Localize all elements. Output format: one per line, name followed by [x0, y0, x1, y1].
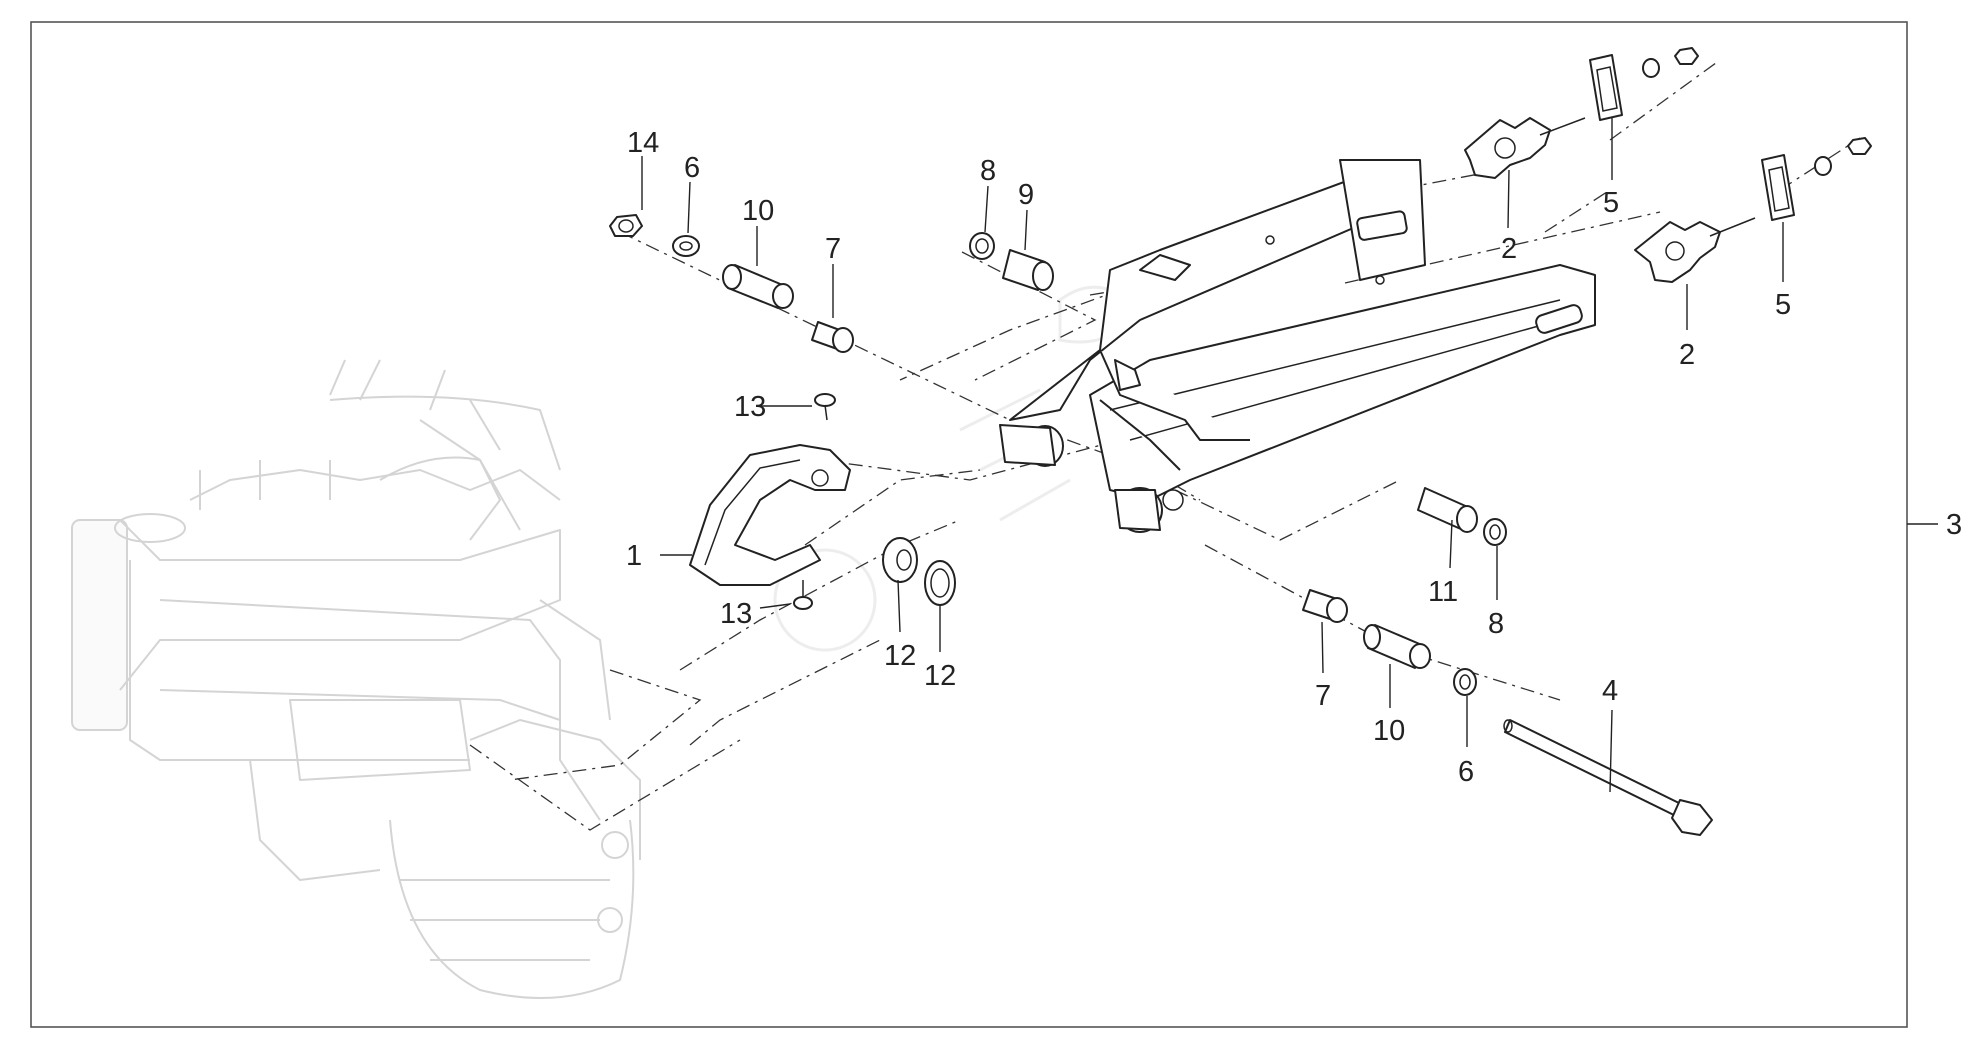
- part-2-adjuster-bottom: [1634, 217, 1756, 283]
- leader-lines: [641, 118, 1784, 793]
- callout-9: 9: [1018, 179, 1034, 211]
- callout-13-bottom: 13: [720, 598, 752, 630]
- part-11-bushing: [1417, 487, 1478, 533]
- part-6-washer-left: [672, 235, 700, 257]
- part-2-adjuster-top: [1464, 117, 1586, 179]
- callout-8-right: 8: [1488, 608, 1504, 640]
- part-7-bushing-right: [1302, 589, 1348, 623]
- callout-1: 1: [626, 540, 642, 572]
- callout-8-top: 8: [980, 155, 996, 187]
- part-13-bolt-top: [814, 393, 836, 421]
- part-6-washer-right: [1453, 668, 1477, 696]
- part-8-seal-top: [969, 232, 995, 260]
- swing-arm: [999, 159, 1596, 533]
- part-7-bushing-left: [811, 321, 854, 353]
- part-14-nut: [609, 214, 643, 237]
- callout-6-right: 6: [1458, 756, 1474, 788]
- callout-12-b: 12: [924, 660, 956, 692]
- callout-4: 4: [1602, 675, 1618, 707]
- callout-13-top: 13: [734, 391, 766, 423]
- part-5-plate-bottom: [1761, 154, 1795, 221]
- part-10-spacer-left: [722, 264, 794, 309]
- callout-3: 3: [1946, 509, 1962, 541]
- callout-2-bottom: 2: [1679, 339, 1695, 371]
- callout-2-top: 2: [1501, 233, 1517, 265]
- callout-6-left: 6: [684, 152, 700, 184]
- part-10-spacer-right: [1363, 624, 1431, 669]
- part-9-bushing: [1002, 249, 1054, 291]
- part-12-bearing-a: [882, 537, 918, 583]
- callout-10-right: 10: [1373, 715, 1405, 747]
- callout-7-right: 7: [1315, 680, 1331, 712]
- callout-7-left: 7: [825, 233, 841, 265]
- part-13-bolt-bottom: [793, 580, 813, 610]
- diagram-border: [30, 21, 1908, 1028]
- callout-14: 14: [627, 127, 659, 159]
- part-1-chain-guide: [689, 444, 851, 586]
- callout-12-a: 12: [884, 640, 916, 672]
- part-5-plate-top: [1589, 54, 1623, 121]
- callout-10-left: 10: [742, 195, 774, 227]
- callout-labels: 14 6 10 7 8 9 13 1 13 12 12 2 5 2 5 3 11…: [626, 127, 1962, 788]
- callout-11: 11: [1428, 576, 1458, 608]
- callout-5-bottom: 5: [1775, 289, 1791, 321]
- part-8-seal-right: [1483, 518, 1507, 546]
- part-4-pivot-shaft: [1503, 719, 1713, 836]
- part-12-bearing-b: [924, 560, 956, 606]
- frame-ghost: [71, 359, 641, 999]
- hardware-top-right: [1642, 47, 1872, 176]
- callout-5-top: 5: [1603, 187, 1619, 219]
